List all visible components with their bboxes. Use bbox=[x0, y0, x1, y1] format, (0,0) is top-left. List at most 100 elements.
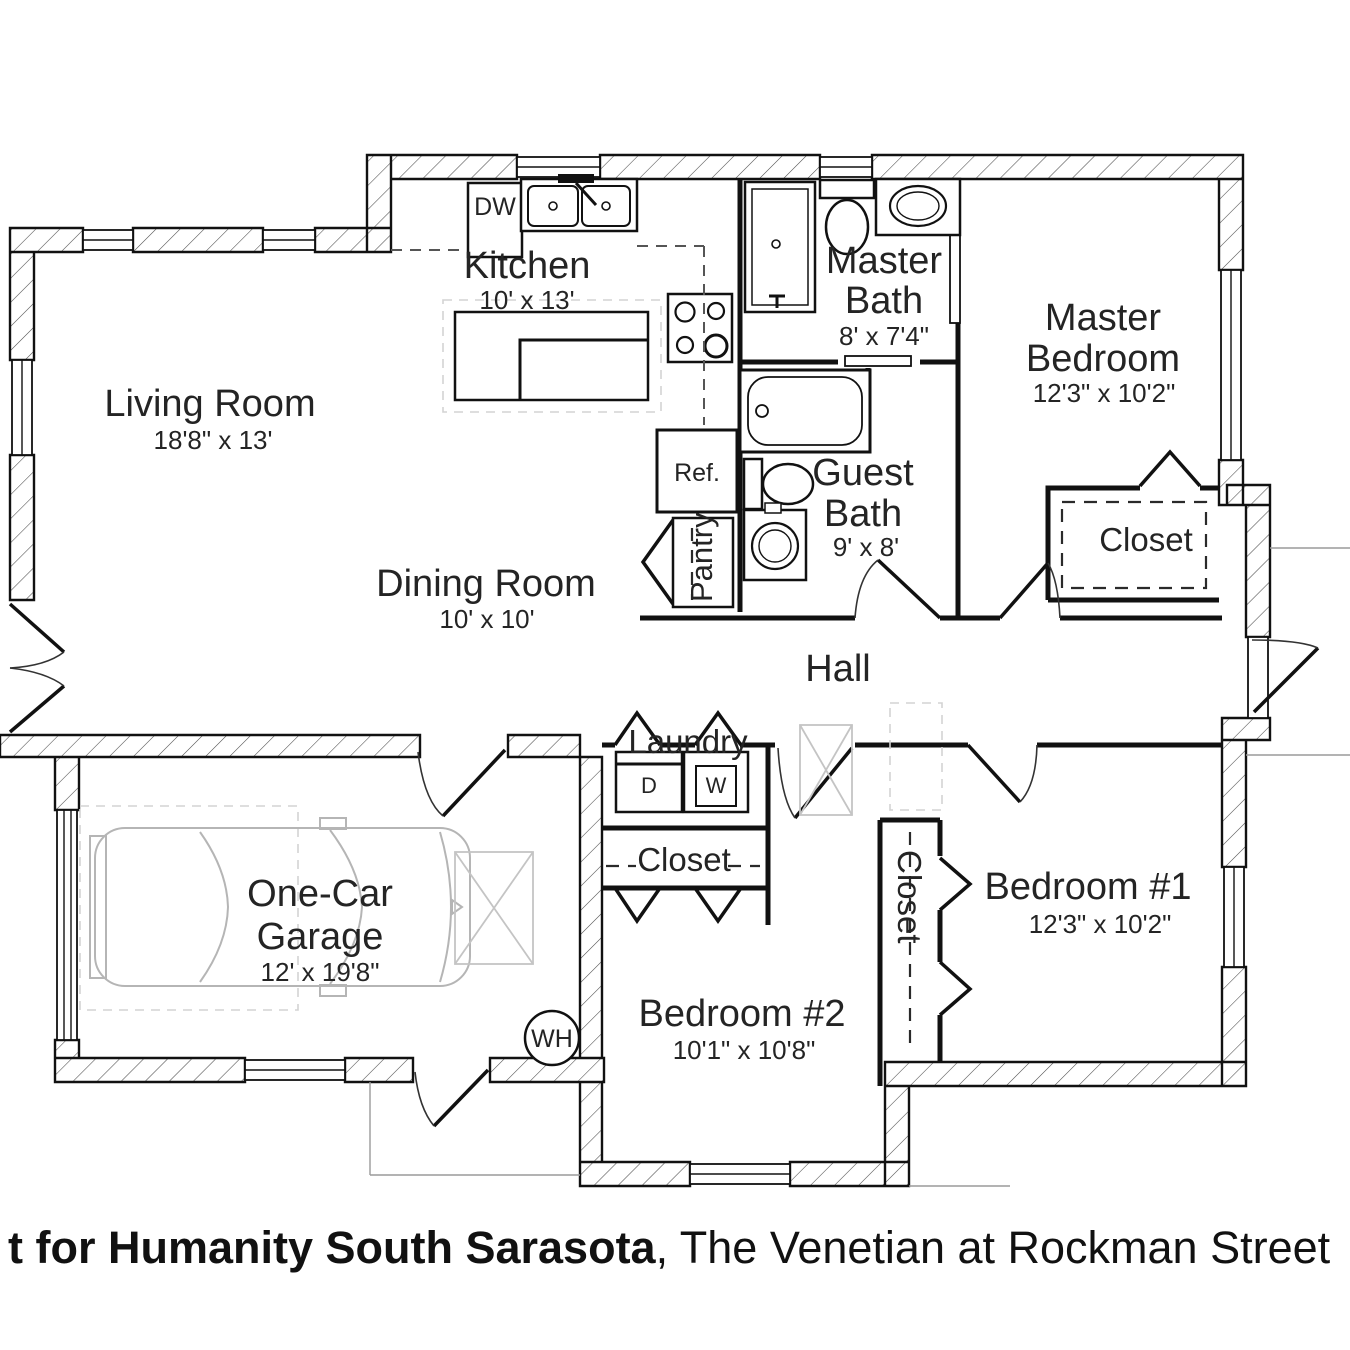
guest-bath-label-1: Guest bbox=[812, 452, 914, 494]
garage-entry-door bbox=[441, 748, 507, 818]
kitchen-faucet-spout bbox=[574, 181, 598, 207]
sink-drain-left bbox=[548, 201, 558, 211]
hall-exterior-door-frame bbox=[1247, 636, 1269, 719]
master-bedroom-label-2: Bedroom bbox=[1026, 338, 1180, 380]
kitchen-faucet bbox=[558, 174, 594, 183]
refrigerator-label: Ref. bbox=[674, 459, 720, 487]
master-bath-dims: 8' x 7'4" bbox=[839, 321, 929, 351]
hall-closet-label: Closet bbox=[637, 841, 731, 878]
kitchen-island-overhang bbox=[442, 299, 662, 413]
refrigerator-box bbox=[655, 428, 739, 514]
dining-room-label: Dining Room bbox=[376, 563, 596, 605]
stove-burner bbox=[703, 333, 729, 359]
master-bath-fixtures bbox=[743, 177, 962, 314]
sink-drain-right bbox=[601, 201, 611, 211]
guest-bath-dims: 9' x 8' bbox=[833, 532, 899, 562]
master-bedroom-dims: 12'3" x 10'2" bbox=[1033, 378, 1176, 408]
water-heater bbox=[523, 1009, 581, 1067]
master-closet-bifold-door bbox=[1138, 449, 1202, 488]
master-bedroom-label-1: Master bbox=[1045, 297, 1161, 339]
bedroom2-label: Bedroom #2 bbox=[638, 993, 845, 1035]
guest-bath-door-swing bbox=[854, 559, 879, 619]
bedroom2-closet-bifold-right bbox=[693, 886, 743, 925]
room-labels: Living Room 18'8" x 13' Kitchen 10' x 13… bbox=[104, 193, 1191, 1065]
guest-bath-label-2: Bath bbox=[824, 493, 902, 535]
master-toilet-bowl bbox=[824, 198, 870, 256]
bedroom1-closet-bifold-lower bbox=[938, 960, 973, 1017]
patio-door-left-upper-swing bbox=[9, 651, 65, 669]
car-body bbox=[94, 827, 471, 987]
kitchen-counter-edge bbox=[391, 245, 705, 425]
patio-door-left-lower-swing bbox=[9, 667, 65, 687]
hall-exterior-door-swing bbox=[1251, 639, 1319, 649]
car-mirror-top bbox=[319, 817, 347, 830]
doors bbox=[8, 214, 1320, 1128]
shower-head bbox=[769, 294, 785, 308]
master-bath-label-1: Master bbox=[826, 240, 942, 282]
patio-door-left-upper bbox=[8, 602, 66, 654]
water-heater-label: WH bbox=[531, 1025, 573, 1053]
kitchen-dims: 10' x 13' bbox=[479, 285, 574, 315]
windows bbox=[11, 156, 1245, 1185]
shower-drain bbox=[771, 239, 781, 249]
dishwasher-box bbox=[466, 181, 524, 259]
guest-tub-inner bbox=[747, 376, 863, 446]
garage-contents bbox=[79, 805, 581, 1067]
bedroom1-label: Bedroom #1 bbox=[984, 866, 1191, 908]
garage-pad-x bbox=[454, 851, 534, 965]
kitchen-island-inner-edge bbox=[518, 338, 648, 400]
master-bath-label-2: Bath bbox=[845, 280, 923, 322]
car-hood-line bbox=[439, 831, 452, 983]
car-marker bbox=[451, 898, 464, 916]
closet-details bbox=[606, 702, 943, 1052]
garage-entry-door-swing bbox=[417, 751, 444, 817]
car-rear-window bbox=[199, 831, 230, 983]
attic-access-panel bbox=[799, 724, 853, 816]
bedroom1-closet-bifold-upper bbox=[938, 856, 973, 912]
plan-title-bold: t for Humanity South Sarasota bbox=[8, 1222, 657, 1273]
attic-access-x bbox=[799, 724, 853, 816]
master-closet-label: Closet bbox=[1099, 521, 1193, 558]
door-ghost-outline bbox=[889, 702, 943, 811]
pantry-label: Pantry bbox=[684, 512, 719, 602]
dining-room-dims: 10' x 10' bbox=[439, 604, 534, 634]
dishwasher-label: DW bbox=[474, 193, 516, 221]
car-mirror-bottom bbox=[319, 984, 347, 997]
bedroom1-closet-label: Closet bbox=[891, 850, 928, 944]
garage-vehicle-door bbox=[56, 809, 78, 1041]
master-bedroom-door-swing bbox=[1047, 562, 1061, 619]
master-bedroom-door bbox=[998, 561, 1050, 620]
exterior-walls bbox=[0, 153, 1272, 1188]
bedroom2-dims: 10'1" x 10'8" bbox=[673, 1035, 816, 1065]
hall-exterior-door bbox=[1252, 646, 1320, 714]
dryer-label: D bbox=[641, 773, 657, 798]
master-bath-pocket-door bbox=[844, 355, 912, 367]
living-room-label: Living Room bbox=[104, 383, 315, 425]
bedroom1-door bbox=[966, 743, 1022, 804]
car-top-view bbox=[89, 817, 471, 997]
master-closet: Closet bbox=[1045, 449, 1219, 603]
parking-stall-outline bbox=[79, 805, 299, 1011]
stove-burner bbox=[706, 301, 726, 321]
laundry-bifold-right bbox=[693, 710, 743, 747]
laundry-fixtures bbox=[614, 750, 750, 814]
guest-toilet-tank bbox=[742, 457, 764, 511]
bedroom2-door-swing bbox=[777, 747, 796, 819]
kitchen-fixtures bbox=[391, 174, 739, 609]
guest-sink-inner bbox=[758, 529, 792, 563]
garage-rear-door-swing bbox=[414, 1071, 435, 1127]
hall-label: Hall bbox=[805, 648, 870, 690]
car-rear-spoiler bbox=[89, 835, 107, 979]
laundry-bifold-left bbox=[613, 709, 662, 747]
plan-title: t for Humanity South Sarasota, The Venet… bbox=[8, 1222, 1331, 1273]
garage-label-2: Garage bbox=[257, 916, 384, 958]
living-room-dims: 18'8" x 13' bbox=[154, 425, 273, 455]
master-closet-rod bbox=[1060, 500, 1208, 590]
stove-burner bbox=[675, 335, 695, 355]
patio-door-left-lower bbox=[8, 684, 66, 734]
bedroom1-dims: 12'3" x 10'2" bbox=[1029, 909, 1172, 939]
plan-title-regular: , The Venetian at Rockman Street bbox=[656, 1222, 1331, 1273]
washer-label: W bbox=[706, 773, 727, 798]
kitchen-island bbox=[453, 310, 650, 402]
